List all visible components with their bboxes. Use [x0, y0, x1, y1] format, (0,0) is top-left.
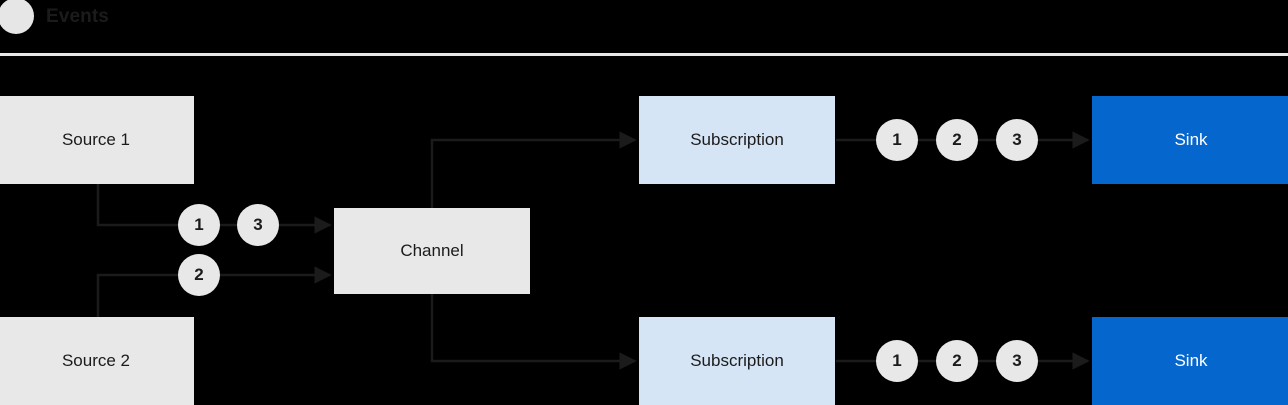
events-dot-icon	[0, 0, 34, 34]
event-token: 1	[876, 119, 918, 161]
node-subscription-bottom[interactable]: Subscription	[639, 317, 835, 405]
event-token: 3	[996, 340, 1038, 382]
event-token: 2	[936, 119, 978, 161]
node-sink-bottom[interactable]: Sink	[1092, 317, 1288, 405]
node-sink-top[interactable]: Sink	[1092, 96, 1288, 184]
edge-channel-subscription-bottom	[430, 294, 637, 370]
page-title: Events	[46, 6, 109, 27]
node-source-1[interactable]: Source 1	[0, 96, 194, 184]
event-token: 3	[237, 204, 279, 246]
event-token: 1	[876, 340, 918, 382]
node-subscription-top[interactable]: Subscription	[639, 96, 835, 184]
node-channel[interactable]: Channel	[334, 208, 530, 294]
node-source-2[interactable]: Source 2	[0, 317, 194, 405]
edge-channel-subscription-top	[430, 131, 637, 208]
event-token: 3	[996, 119, 1038, 161]
event-token: 2	[936, 340, 978, 382]
header-divider	[0, 53, 1288, 56]
event-token: 1	[178, 204, 220, 246]
event-token: 2	[178, 254, 220, 296]
